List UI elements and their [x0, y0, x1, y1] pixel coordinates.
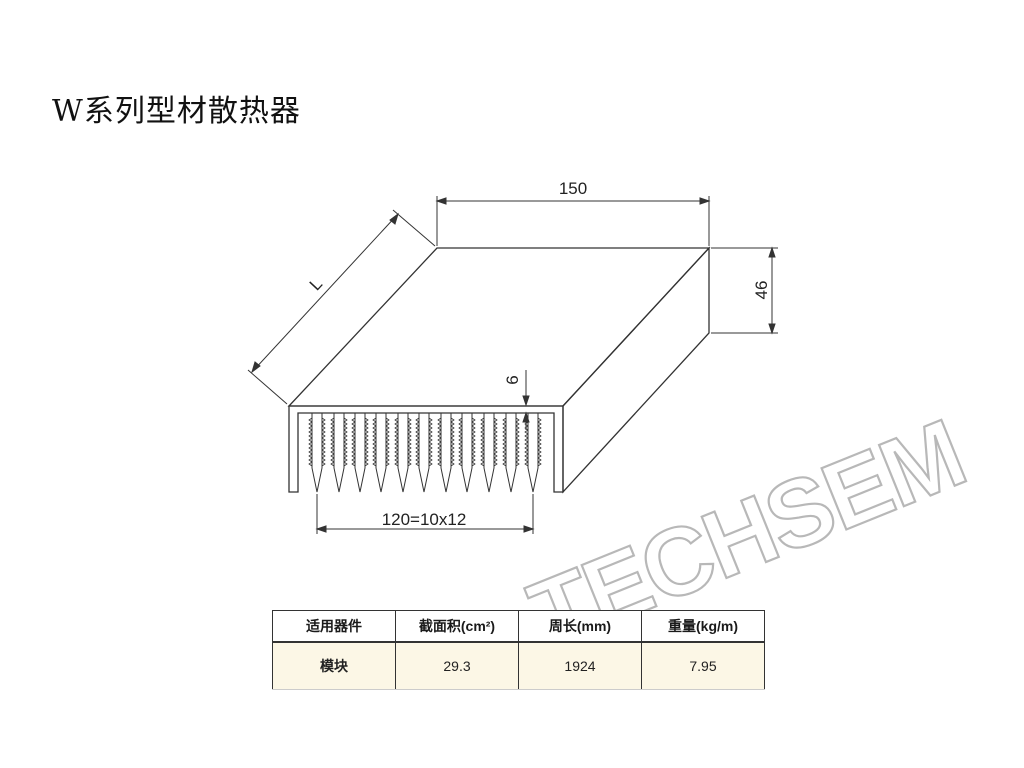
fin-serration	[330, 417, 348, 467]
page-title: W系列型材散热器	[52, 94, 301, 129]
cell-perimeter: 1924	[518, 642, 642, 690]
dim-fin-span	[315, 494, 535, 534]
fin-serration	[308, 417, 326, 467]
fin-serration	[480, 417, 498, 467]
dim-height-label: 46	[752, 281, 771, 300]
header-device: 适用器件	[272, 610, 396, 643]
dim-height	[711, 246, 778, 335]
spec-table: 适用器件 截面积(cm²) 周长(mm) 重量(kg/m) 模块 29.3 19…	[272, 610, 765, 690]
header-perimeter: 周长(mm)	[518, 610, 642, 643]
dim-width	[435, 196, 711, 246]
fin-serration	[351, 417, 369, 467]
fin-serration	[437, 417, 455, 467]
dim-fin-span-label: 120=10x12	[382, 510, 467, 529]
dim-length	[247, 209, 436, 405]
header-weight: 重量(kg/m)	[641, 610, 765, 643]
cell-device: 模块	[272, 642, 396, 690]
front-face-outline	[288, 405, 564, 493]
dim-width-label: 150	[559, 179, 587, 198]
fin-serration	[415, 417, 433, 467]
fin-serration	[458, 417, 476, 467]
fin-serration	[502, 417, 520, 467]
cell-weight: 7.95	[641, 642, 765, 690]
dim-fin-depth	[522, 370, 530, 430]
fin-serration	[394, 417, 412, 467]
fin-group	[308, 413, 542, 493]
table-row: 模块 29.3 1924 7.95	[272, 642, 765, 690]
cell-area: 29.3	[395, 642, 519, 690]
dim-fin-depth-label: 6	[503, 375, 522, 384]
fin-serration	[372, 417, 390, 467]
header-area: 截面积(cm²)	[395, 610, 519, 643]
